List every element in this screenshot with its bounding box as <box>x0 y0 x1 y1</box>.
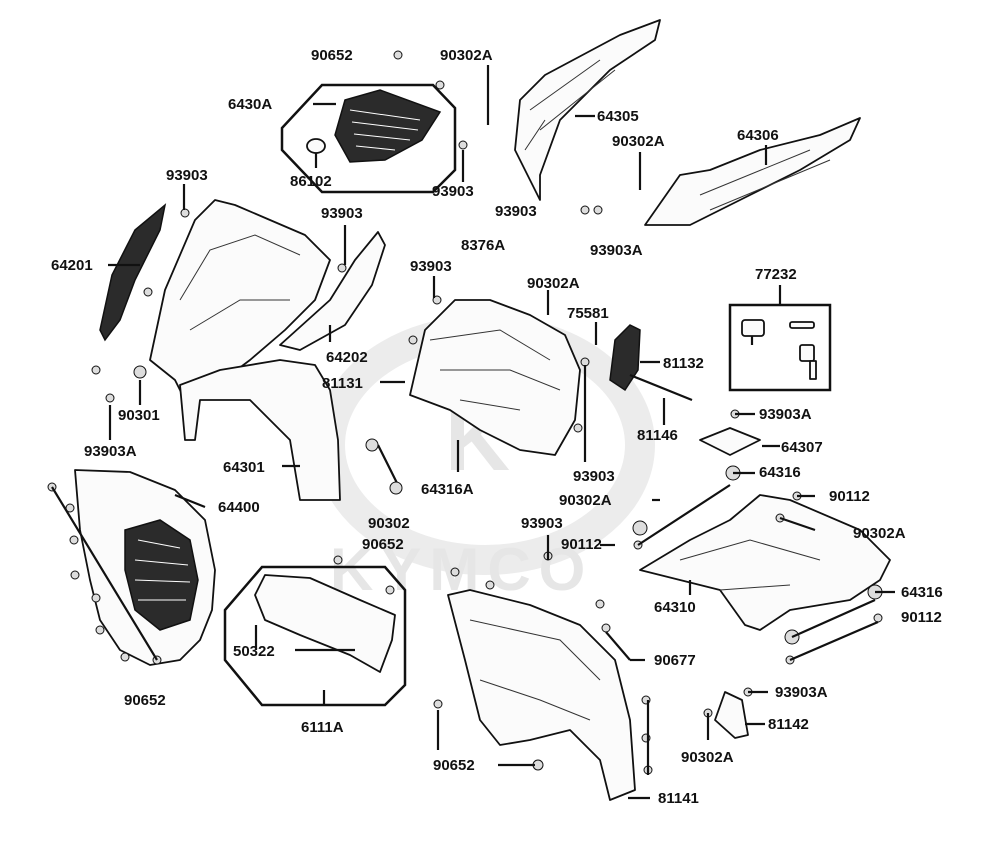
rod-81146 <box>629 373 693 402</box>
label-64316: 64316 <box>901 584 943 601</box>
label-64400: 64400 <box>218 499 260 516</box>
leader-lines <box>51 65 895 800</box>
label-8376a: 8376A <box>461 237 505 254</box>
label-86102: 86102 <box>290 173 332 190</box>
label-64305: 64305 <box>597 108 639 125</box>
label-64316a: 64316A <box>421 481 474 498</box>
label-93903: 93903 <box>321 205 363 222</box>
label-64201: 64201 <box>51 257 93 274</box>
label-81142: 81142 <box>768 716 809 733</box>
label-90302a: 90302A <box>440 47 493 64</box>
label-64306: 64306 <box>737 127 779 144</box>
label-90652: 90652 <box>124 692 166 709</box>
label-93903a: 93903A <box>84 443 137 460</box>
label-93903: 93903 <box>410 258 452 275</box>
label-50322: 50322 <box>233 643 275 660</box>
part-labels: 90652 90302A 6430A 64305 90302A 64306 86… <box>51 47 943 807</box>
label-64307: 64307 <box>781 439 823 456</box>
front-leg-shield-64301 <box>179 359 341 501</box>
label-90112: 90112 <box>829 488 870 505</box>
label-81146: 81146 <box>637 427 678 444</box>
inner-vent-grille <box>306 89 442 163</box>
label-64202: 64202 <box>326 349 368 366</box>
label-93903: 93903 <box>521 515 563 532</box>
side-molding-64201 <box>99 203 167 342</box>
label-90112: 90112 <box>561 536 602 553</box>
label-93903: 93903 <box>166 167 208 184</box>
label-93903: 93903 <box>573 468 615 485</box>
label-90652: 90652 <box>362 536 404 553</box>
leader-90302-rod <box>377 444 399 486</box>
label-77232: 77232 <box>755 266 797 283</box>
front-panel-64400 <box>74 469 216 666</box>
label-81132: 81132 <box>663 355 704 372</box>
label-64316: 64316 <box>759 464 801 481</box>
group-frame-6430a <box>280 83 457 194</box>
cover-50322 <box>254 574 396 673</box>
label-90652: 90652 <box>311 47 353 64</box>
label-90301: 90301 <box>118 407 160 424</box>
label-90302a: 90302A <box>853 525 906 542</box>
label-75581: 75581 <box>567 305 609 322</box>
upper-side-cover-64306 <box>644 117 861 226</box>
floor-board-64310 <box>639 494 891 631</box>
label-90302a: 90302A <box>527 275 580 292</box>
label-64301: 64301 <box>223 459 265 476</box>
label-93903a: 93903A <box>590 242 643 259</box>
upper-side-cover-64305 <box>514 19 661 201</box>
label-81141: 81141 <box>658 790 699 807</box>
label-64310: 64310 <box>654 599 696 616</box>
key-set-77232 <box>741 319 817 380</box>
label-90677: 90677 <box>654 652 696 669</box>
label-90302a: 90302A <box>612 133 665 150</box>
hook-81132 <box>609 324 641 392</box>
label-90652: 90652 <box>433 757 475 774</box>
label-6111a: 6111A <box>301 719 344 736</box>
label-93903a: 93903A <box>759 406 812 423</box>
label-6430a: 6430A <box>228 96 272 113</box>
label-90302: 90302 <box>368 515 410 532</box>
group-frame-6111a <box>223 565 407 707</box>
label-90302a: 90302A <box>559 492 612 509</box>
label-93903: 93903 <box>432 183 474 200</box>
label-90112: 90112 <box>901 609 942 626</box>
plate-64307 <box>699 427 761 456</box>
label-90302a: 90302A <box>681 749 734 766</box>
label-81131: 81131 <box>322 375 363 392</box>
inner-box-81131 <box>409 299 581 456</box>
inner-cover-81141 <box>447 589 636 801</box>
label-93903: 93903 <box>495 203 537 220</box>
clip-81142 <box>714 691 749 739</box>
label-93903a: 93903A <box>775 684 828 701</box>
